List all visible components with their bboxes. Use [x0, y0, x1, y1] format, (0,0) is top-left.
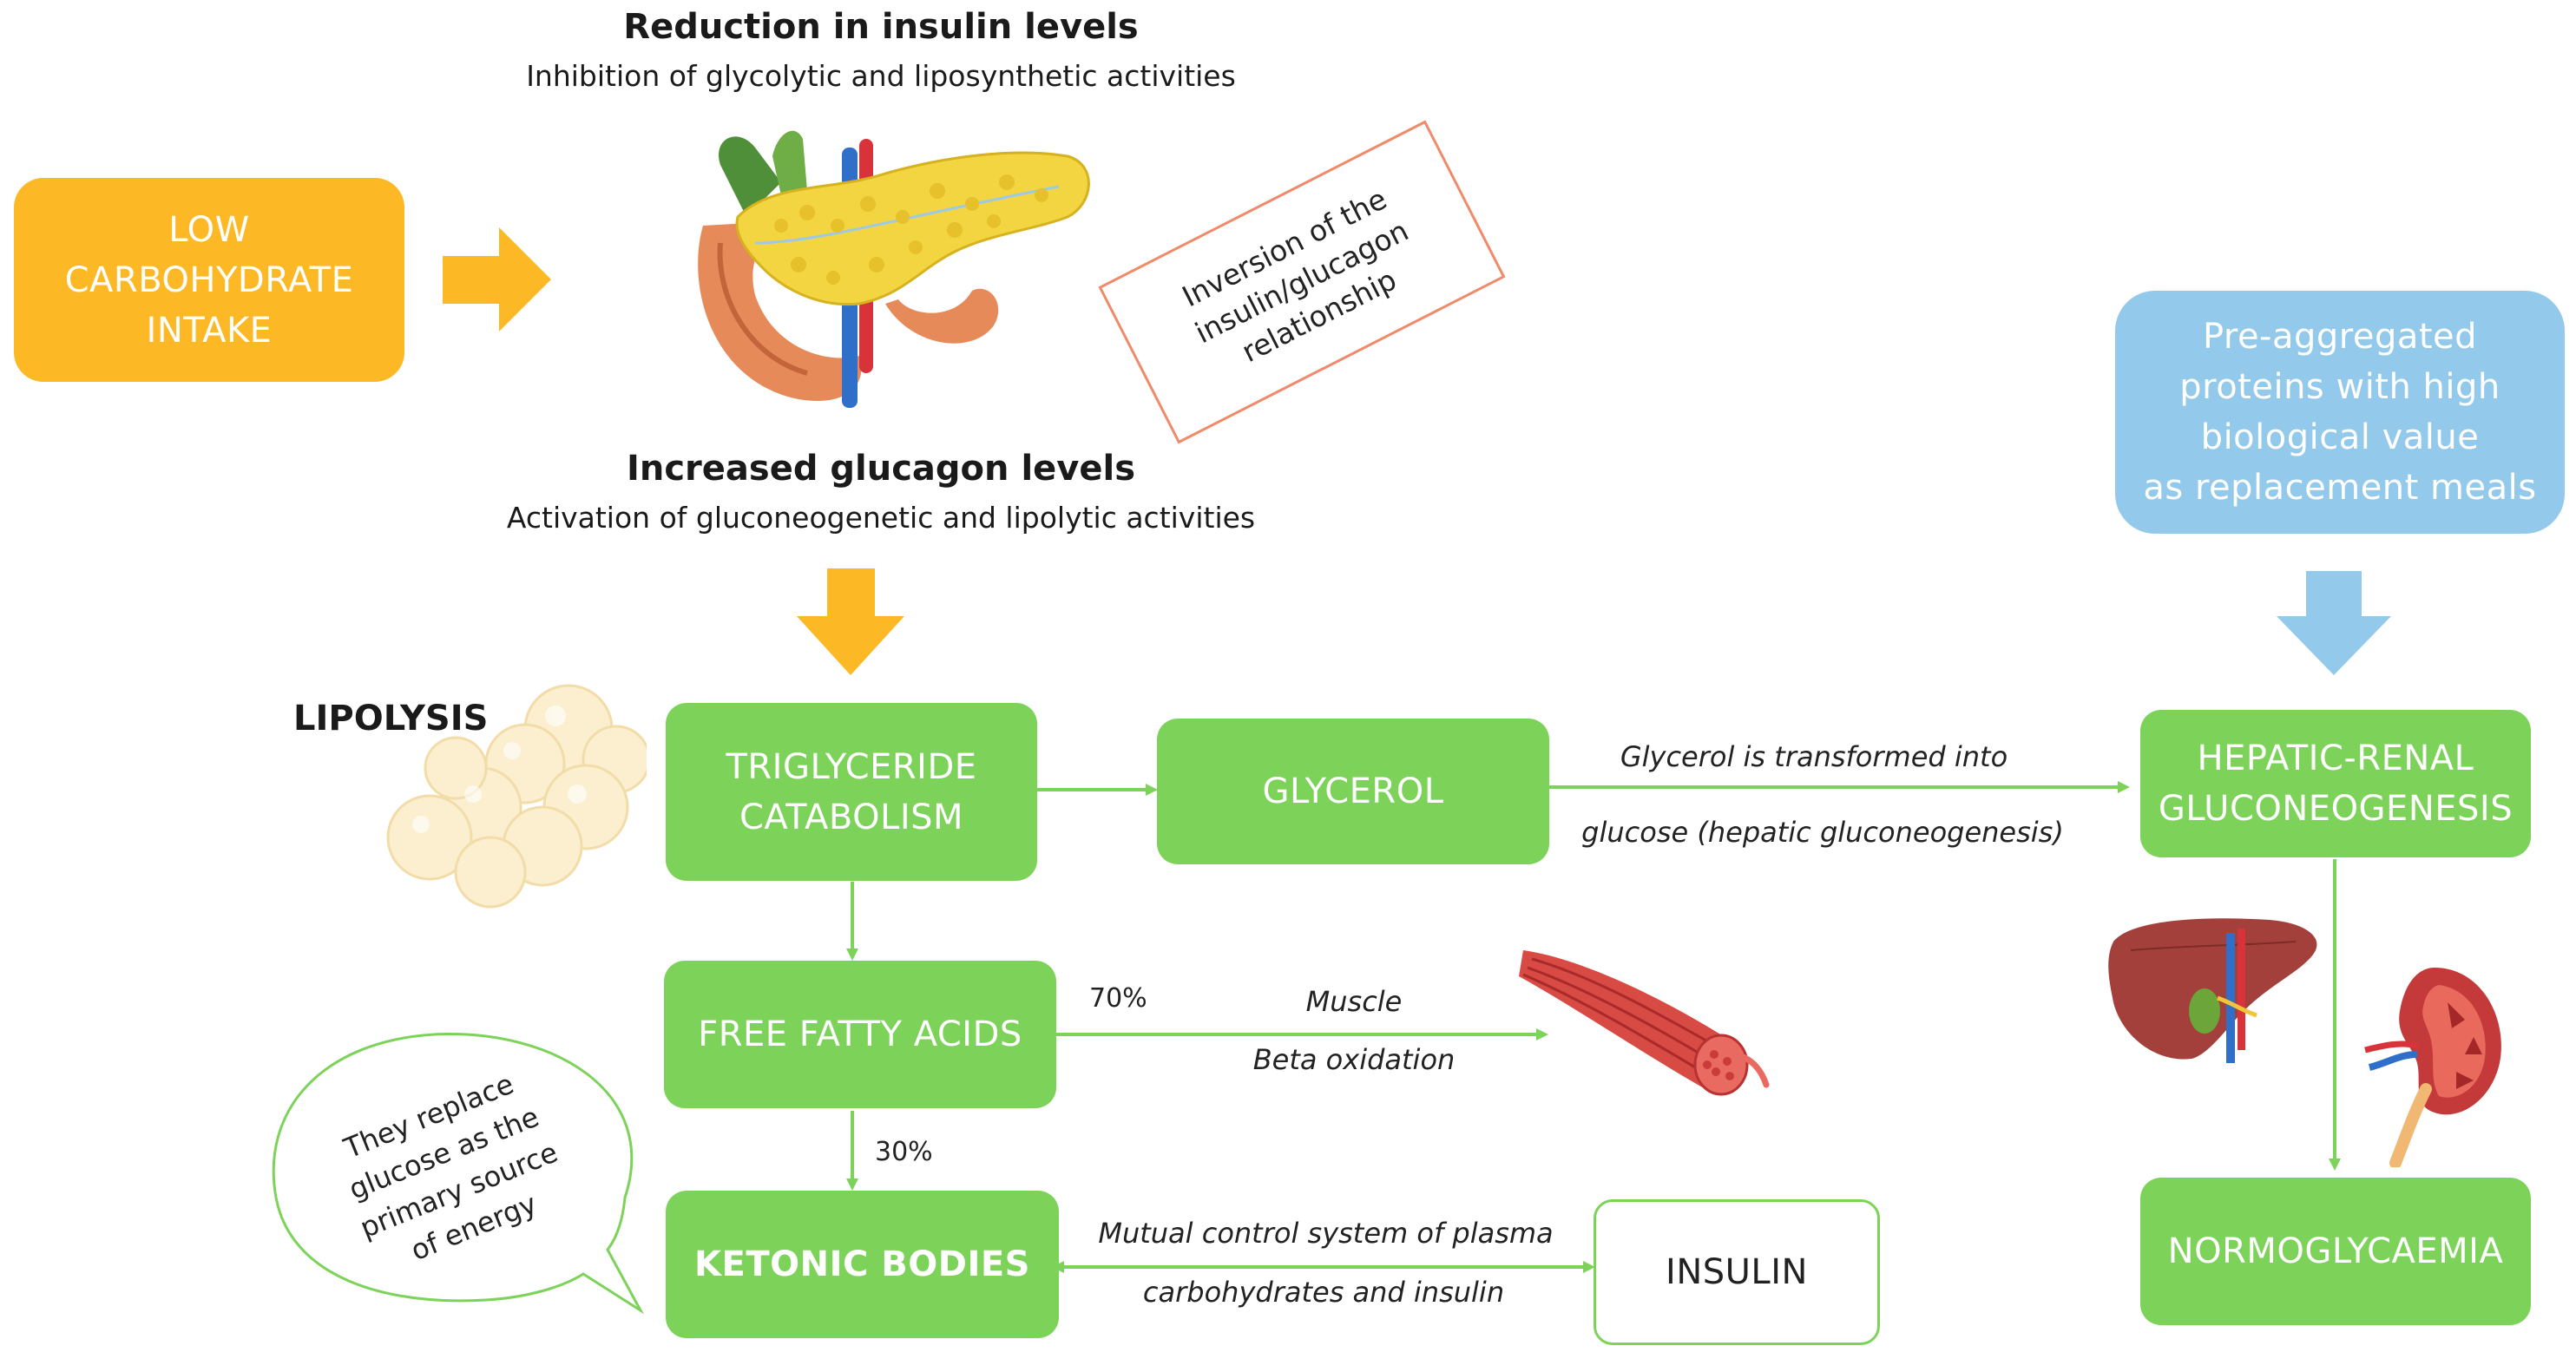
triglyceride-catabolism-box: TRIGLYCERIDE CATABOLISM	[666, 703, 1037, 881]
blue-arrow-down	[2277, 571, 2391, 675]
inversion-note-box	[1098, 120, 1506, 444]
orange-arrow-right	[443, 227, 551, 332]
low-carb-line-1: LOW	[168, 209, 250, 250]
proteins-line-4: as replacement meals	[2143, 468, 2537, 508]
muscle-fiber-icon	[1519, 950, 1770, 1096]
pre-aggregated-proteins-box: Pre-aggregated proteins with high biolog…	[2115, 291, 2565, 534]
beta-oxidation-label: Beta oxidation	[1252, 1043, 1456, 1076]
pct-30-label: 30%	[875, 1137, 933, 1167]
kidney-icon	[2364, 968, 2501, 1167]
pancreas-icon	[698, 130, 1090, 408]
speech-bubble	[272, 1033, 645, 1315]
hepatic-renal-gluconeogenesis-box: HEPATIC-RENAL GLUCONEOGENESIS	[2140, 710, 2531, 857]
liver-icon	[2108, 918, 2317, 1063]
normoglycaemia-box: NORMOGLYCAEMIA	[2140, 1178, 2531, 1325]
glycerol-edge-label-bottom: glucose (hepatic gluconeogenesis)	[1581, 816, 2064, 849]
proteins-line-1: Pre-aggregated	[2202, 317, 2478, 357]
insulin-subtitle: Inhibition of glycolytic and liposynthet…	[526, 59, 1236, 93]
low-carb-line-3: INTAKE	[146, 310, 273, 351]
hepatic-line-2: GLUCONEOGENESIS	[2158, 789, 2514, 829]
mutual-control-label-top: Mutual control system of plasma	[1098, 1217, 1554, 1250]
triglyceride-line-1: TRIGLYCERIDE	[726, 746, 977, 787]
muscle-label: Muscle	[1305, 985, 1403, 1018]
glucagon-heading: Increased glucagon levels	[626, 449, 1135, 489]
insulin-heading: Reduction in insulin levels	[623, 7, 1139, 47]
free-fatty-acids-box: FREE FATTY ACIDS	[664, 961, 1056, 1108]
pct-70-label: 70%	[1089, 983, 1147, 1014]
ketonic-bodies-box: KETONIC BODIES	[666, 1191, 1059, 1338]
hepatic-line-1: HEPATIC-RENAL	[2197, 739, 2474, 778]
glucagon-subtitle: Activation of gluconeogenetic and lipoly…	[506, 501, 1256, 535]
low-carb-line-2: CARBOHYDRATE	[64, 259, 354, 300]
triglyceride-line-2: CATABOLISM	[739, 797, 964, 837]
lipolysis-label: LIPOLYSIS	[293, 699, 489, 739]
mutual-control-label-bottom: carbohydrates and insulin	[1142, 1276, 1505, 1309]
glycerol-box: GLYCEROL	[1157, 719, 1549, 864]
proteins-line-2: proteins with high	[2179, 367, 2500, 407]
orange-arrow-down	[797, 568, 904, 675]
proteins-line-3: biological value	[2200, 417, 2480, 457]
insulin-box: INSULIN	[1594, 1199, 1880, 1345]
glycerol-edge-label-top: Glycerol is transformed into	[1620, 740, 2008, 773]
fat-cells-icon	[386, 684, 647, 909]
low-carbohydrate-intake-box: LOW CARBOHYDRATE INTAKE	[14, 178, 404, 382]
